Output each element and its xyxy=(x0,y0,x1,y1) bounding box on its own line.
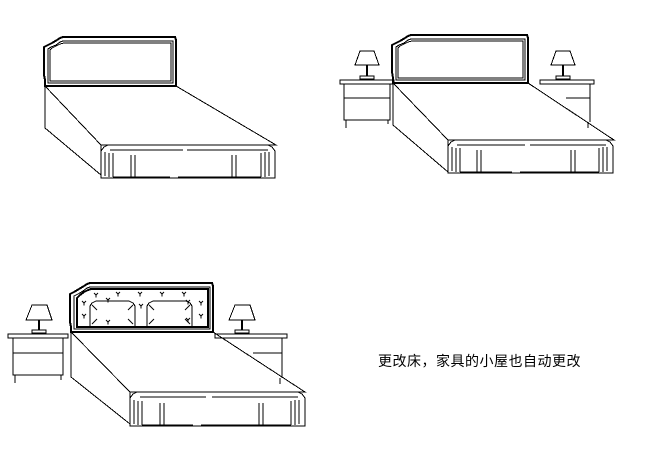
bed-2-spread-right-edge xyxy=(527,82,615,141)
bed-2-lamp-right-shade xyxy=(550,50,576,66)
bed-1-headboard-inner xyxy=(47,40,174,84)
bed-3-pillow-right-corner-tr xyxy=(184,304,191,311)
bed-3-pillow-right-body xyxy=(146,300,193,327)
bed-3-nightstand-right xyxy=(214,333,288,384)
bed-3-pillow-left xyxy=(89,300,136,327)
tuft-mark xyxy=(198,300,204,306)
bed-2-spread-left-fold xyxy=(392,124,449,173)
bed-3-lamp-right-shade xyxy=(228,304,256,321)
bed-3-headboard-tufts xyxy=(81,291,204,325)
bed-3-nightstand-right-top xyxy=(214,333,288,339)
bed-3-spread-left-side xyxy=(70,330,131,426)
bed-2-lamp-right-base xyxy=(555,75,571,80)
bed-3-spread-right-edge xyxy=(212,331,306,393)
bed-3-pillow-right-corner-bl xyxy=(148,318,155,325)
tuft-mark xyxy=(93,292,99,298)
bed-2-headboard-inner-2 xyxy=(397,40,524,79)
bed-2-nightstand-left-top xyxy=(339,79,395,85)
tuft-mark xyxy=(105,297,111,303)
bed-3-lamp-left-shade xyxy=(25,304,53,321)
bed-2-spread-top xyxy=(391,82,616,141)
bed-3-spread-left-fold xyxy=(70,376,131,425)
bed-3-headboard-inner xyxy=(73,286,211,330)
tuft-mark xyxy=(81,300,87,306)
tuft-mark xyxy=(137,291,143,297)
bed-1-skirt-front xyxy=(100,144,276,179)
bed-3-lamp-right-base xyxy=(234,329,250,334)
bed-2-nightstand-right-top xyxy=(539,79,595,85)
bed-1-spread-right-edge xyxy=(175,85,277,146)
bed-1-spread-left-side xyxy=(44,84,102,177)
bed-2-headboard-inner xyxy=(395,38,526,81)
bed-3-pillow-left-corner-tr xyxy=(127,304,134,311)
caption-label: 更改床，家具的小屋也自动更改 xyxy=(378,354,581,370)
tuft-mark xyxy=(81,313,87,319)
figure-bed-2 xyxy=(339,34,616,174)
bed-3-pillow-right-corner-br xyxy=(184,318,191,325)
bed-2-lamp-left xyxy=(354,50,380,80)
tuft-mark xyxy=(138,303,144,309)
bed-2-lamp-left-shade xyxy=(354,50,380,66)
bed-2-lamp-left-base xyxy=(359,75,375,80)
tuft-mark xyxy=(105,319,111,325)
tuft-mark xyxy=(115,291,121,297)
bed-2-skirt-front xyxy=(447,139,614,174)
bed-3-spread-top xyxy=(69,331,307,393)
bed-3-pillow-right xyxy=(146,300,193,327)
tuft-mark xyxy=(159,291,165,297)
bed-3-pillow-left-corner-tl xyxy=(91,304,98,311)
bed-3-nightstand-left-top xyxy=(7,333,69,339)
tuft-mark xyxy=(198,313,204,319)
bed-3-pillow-left-body xyxy=(89,300,136,327)
figure-bed-3 xyxy=(7,282,307,427)
bed-2-spread-left-side xyxy=(392,81,449,174)
bed-1-spread-left-fold xyxy=(44,127,102,176)
bed-3-pillow-left-corner-bl xyxy=(91,318,98,325)
bed-3-skirt-front xyxy=(129,391,306,427)
bed-1-spread-top xyxy=(43,85,278,146)
bed-2-headboard-outer xyxy=(391,34,529,84)
tuft-mark xyxy=(181,291,187,297)
bed-3-headboard-outer xyxy=(69,282,214,333)
figure-bed-1 xyxy=(43,36,278,179)
bed-2-nightstand-left-body xyxy=(343,84,391,121)
bed-3-nightstand-left-body xyxy=(12,338,64,376)
bed-3-lamp-left xyxy=(25,304,53,334)
bed-2-nightstand-left xyxy=(339,79,395,128)
bed-2-lamp-right xyxy=(550,50,576,80)
bed-1-headboard-inner-2 xyxy=(49,42,172,82)
bed-3-headboard-panel xyxy=(76,288,209,328)
bed-3-lamp-right xyxy=(228,304,256,334)
bed-3-lamp-left-base xyxy=(31,329,47,334)
bed-3-nightstand-left xyxy=(7,333,69,383)
bed-2-nightstand-right xyxy=(539,79,595,128)
bed-3-pillow-left-corner-br xyxy=(127,318,134,325)
bed-1-headboard-outer xyxy=(43,36,177,87)
bed-3-pillow-right-corner-tl xyxy=(148,304,155,311)
